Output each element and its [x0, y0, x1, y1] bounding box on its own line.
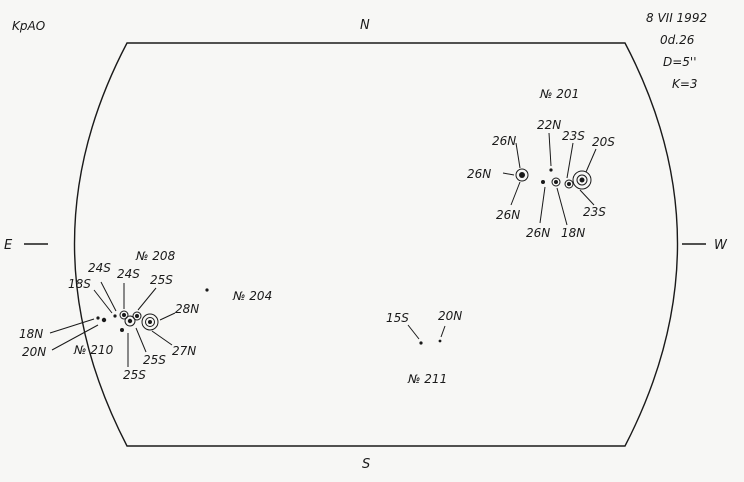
- spot-label: 26N: [467, 167, 491, 181]
- disk-outline: [73, 42, 679, 447]
- date-label: 8 VII 1992: [646, 11, 707, 25]
- sunspot: [119, 310, 129, 320]
- sunspot: [101, 317, 107, 323]
- region-208-210-leaders: [49, 281, 176, 367]
- sunspot-umbra: [554, 180, 558, 184]
- spot-label: 20N: [22, 345, 46, 359]
- west-label: W: [714, 238, 728, 253]
- sunspot: [551, 177, 561, 187]
- sunspot: [124, 315, 136, 327]
- region-208-label: № 208: [135, 249, 176, 263]
- sunspot: [419, 341, 423, 345]
- spot-label: 25S: [150, 273, 173, 287]
- sunspot-umbra: [135, 314, 139, 318]
- spot-label: 15S: [386, 311, 409, 325]
- spot-label: 24S: [117, 267, 140, 281]
- spot-label: 20S: [592, 135, 615, 149]
- spot-label: 24S: [88, 261, 111, 275]
- north-label: N: [360, 18, 370, 33]
- sunspot: [564, 179, 574, 189]
- spot-label: 25S: [143, 353, 166, 367]
- observatory-label: KpAO: [12, 19, 45, 33]
- diameter-label: D=5'': [663, 55, 697, 69]
- region-211-leaders: [407, 324, 446, 340]
- sunspot: [120, 328, 124, 332]
- spot-label: 18N: [561, 226, 585, 240]
- sunspot-umbra: [519, 172, 525, 178]
- region-210-label: № 210: [73, 343, 114, 357]
- sunspot-umbra: [127, 318, 133, 324]
- spot-label: 20N: [438, 309, 462, 323]
- sunspot: [541, 180, 545, 184]
- region-201-label: № 201: [539, 87, 579, 101]
- sunspot: [132, 311, 142, 321]
- region-204-label: № 204: [232, 289, 272, 303]
- spot-label: 22N: [537, 118, 561, 132]
- sunspot-umbra: [148, 320, 152, 324]
- sunspot: [438, 339, 442, 343]
- region-201-spots: [515, 168, 592, 190]
- sunspot: [141, 313, 159, 331]
- spot-label: 23S: [583, 205, 606, 219]
- sunspot-umbra: [579, 177, 585, 183]
- south-label: S: [362, 457, 370, 472]
- region-201-leaders: [502, 132, 597, 226]
- spot-label: 18N: [19, 327, 43, 341]
- spot-label: 27N: [172, 344, 196, 358]
- time-label: 0d.26: [660, 33, 695, 47]
- spot-label: 18S: [68, 277, 91, 291]
- spot-label: 26N: [526, 226, 550, 240]
- k-label: K=3: [672, 77, 698, 91]
- sunspot: [572, 170, 592, 190]
- region-211-label: № 211: [407, 372, 447, 386]
- sunspot-umbra: [567, 182, 571, 186]
- sunspot: [205, 288, 209, 292]
- sunspot: [96, 316, 100, 320]
- spot-label: 26N: [496, 208, 520, 222]
- sunspot: [515, 168, 529, 182]
- region-208-210-spots: [96, 288, 209, 332]
- sunspot-penumbra: [145, 317, 155, 327]
- spot-label: 26N: [492, 134, 516, 148]
- spot-label: 25S: [123, 368, 146, 382]
- region-211-spots: [419, 339, 442, 345]
- east-label: E: [4, 238, 13, 253]
- sunspot: [113, 314, 117, 318]
- spot-label: 28N: [175, 302, 199, 316]
- spot-label: 23S: [562, 129, 585, 143]
- sunspot: [549, 168, 553, 172]
- sunspot-umbra: [122, 313, 126, 317]
- sunspot-penumbra: [576, 174, 588, 186]
